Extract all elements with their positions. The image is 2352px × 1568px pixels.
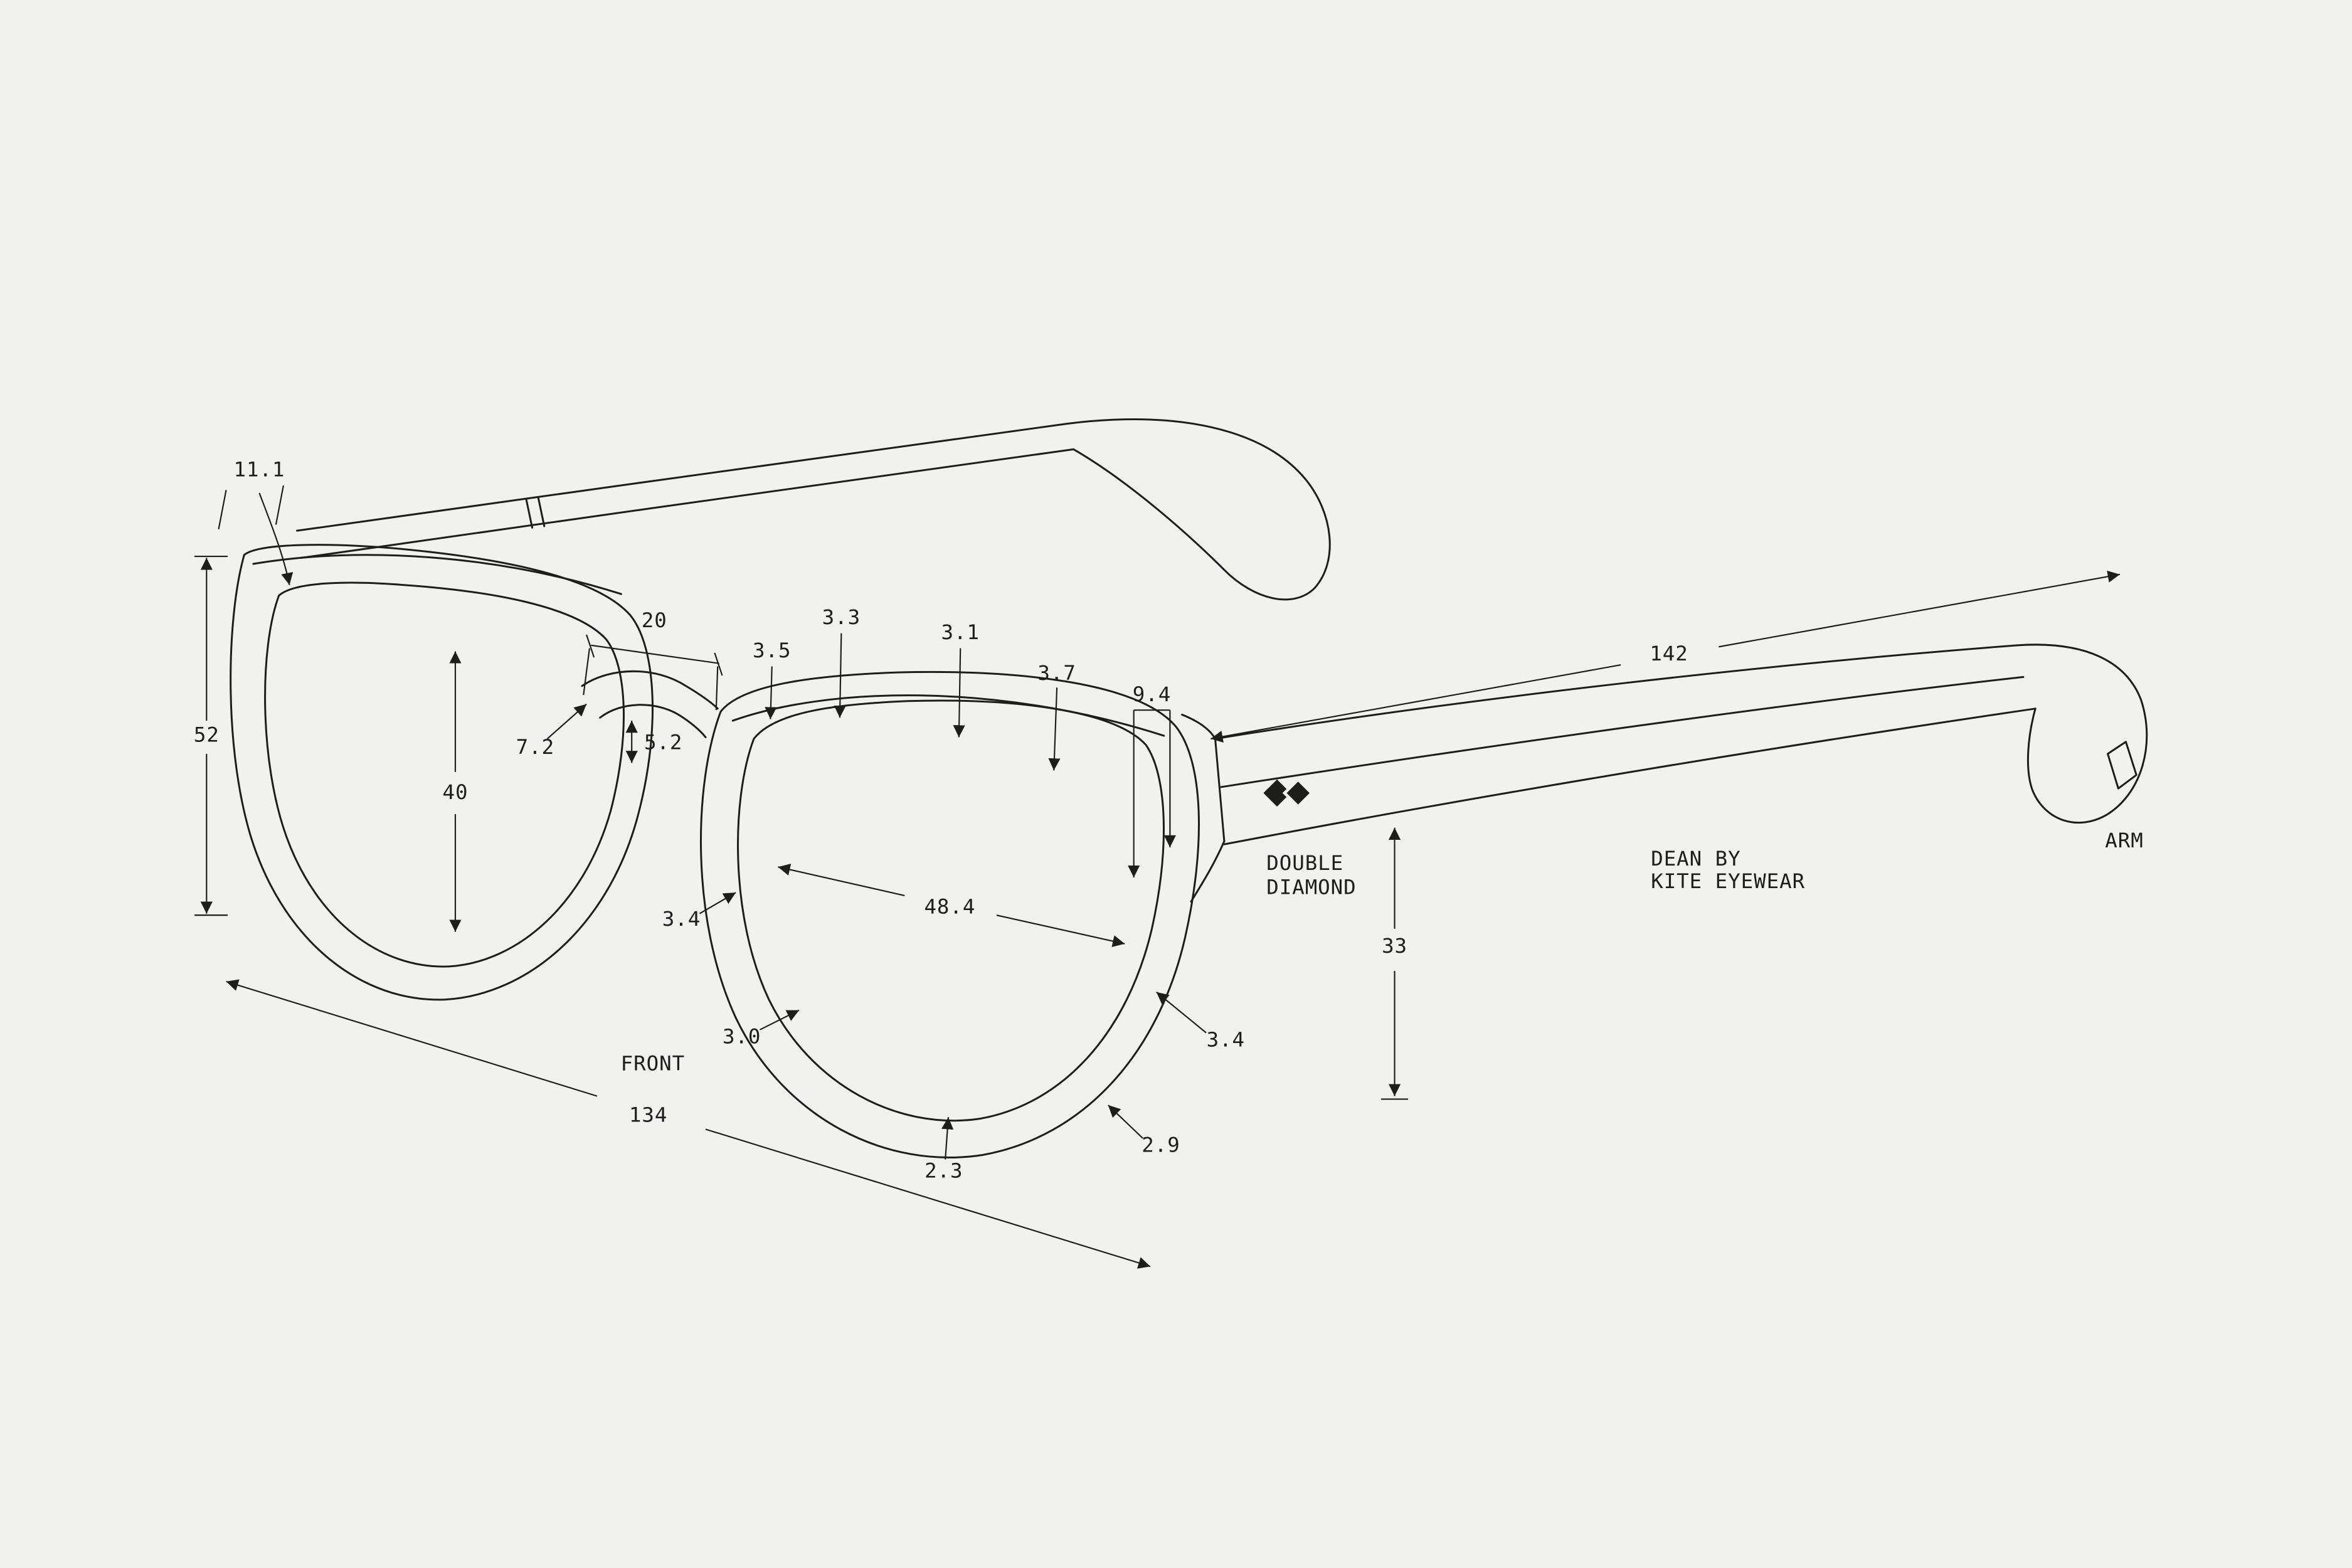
right-temple-mid-line [1220,675,2025,788]
dim-rim-top-2-label: 3.3 [822,605,861,629]
double-diamond-icon [1263,777,1314,809]
dim-rim-top-1-label: 3.5 [753,638,791,662]
left-lens-outer-rim [230,544,654,1001]
dim-rim-top-4-leader [1048,687,1061,771]
dim-lens-width: 48.4 [778,864,1125,947]
dim-rim-bottom-left: 3.0 [723,1009,800,1048]
dim-bridge-upper-leader [546,703,587,739]
dim-front-width-line-left [226,979,598,1097]
dim-frame-depth: 33 [1380,827,1409,1100]
dim-bridge-upper-label: 7.2 [516,735,554,759]
dim-temple-length: 142 [1210,570,2120,743]
dim-rim-bottom: 2.3 [924,1117,963,1182]
frame-front [230,544,1226,1158]
dim-lens-height: 52 [194,555,228,916]
right-temple-tip-insert [2107,741,2137,790]
dim-lens-height-label: 52 [194,723,220,747]
dim-top-rim-label: 11.1 [233,458,285,482]
endpiece-bottom-line [1190,840,1226,903]
left-temple-ear-tip [1066,418,1331,601]
dim-rim-top-3-leader [953,648,965,738]
dim-rim-top-1: 3.5 [753,638,791,719]
dim-bridge-width-ext-1 [583,648,590,696]
dim-rim-left: 3.4 [662,892,736,931]
dim-temple-length-label: 142 [1650,642,1688,665]
dim-rim-top-4-label: 3.7 [1037,661,1076,685]
dim-lens-width-line-right [996,914,1125,947]
dim-lens-width-line-left [778,864,905,896]
dim-rim-right-leader [1156,991,1207,1034]
left-lens-bevel-line [252,554,622,595]
arm-label: ARM [2105,829,2143,852]
right-lens-bevel-line [731,694,1165,737]
dim-top-rim-tick-2 [275,485,284,525]
dim-rim-bottom-label: 2.3 [924,1158,963,1182]
dim-endpiece-width: 9.4 [1128,682,1176,878]
dim-rim-top-3-label: 3.1 [941,620,980,644]
dim-top-rim-leader [258,492,294,585]
dim-temple-length-line-right [1719,570,2120,648]
dim-endpiece-width-label: 9.4 [1133,682,1171,706]
dimension-annotations: 11.1 52 40 20 7.2 [194,458,2120,1269]
dim-temple-length-line-left [1210,664,1621,743]
dim-front-width: 134 [226,979,1151,1269]
right-lens-inner-rim [737,699,1165,1122]
dim-bridge-width-ext-2 [715,666,719,711]
model-label-line2: KITE EYEWEAR [1651,869,1805,893]
brand-label-line2: DIAMOND [1266,875,1356,899]
dim-frame-depth-label: 33 [1382,934,1407,958]
dim-lens-inner-height: 40 [442,651,468,932]
left-temple-hinge-mark-1 [525,498,534,529]
left-temple-top-edge [296,422,1069,532]
captions: FRONT ARM DOUBLE DIAMOND DEAN BY KITE EY… [621,829,2143,1076]
dim-top-rim: 11.1 [218,458,294,585]
dim-rim-top-2: 3.3 [822,605,861,718]
right-temple-top-edge [1214,644,2018,740]
dim-top-rim-tick-1 [218,490,227,529]
dim-rim-bottom-left-leader [760,1009,800,1030]
dim-bridge-width-line [591,644,719,664]
right-temple [1214,644,2148,845]
dim-rim-bottom-left-label: 3.0 [723,1024,761,1048]
dim-rim-top-3: 3.1 [941,620,980,738]
dim-bridge-width: 20 [583,608,723,711]
dim-bridge-width-tick-2 [714,652,723,676]
right-temple-bottom-edge [1223,707,2037,845]
dim-lens-inner-height-label: 40 [442,780,468,804]
dim-rim-bottom-right-leader [1108,1104,1143,1139]
dim-rim-top-4: 3.7 [1037,661,1076,771]
dim-bridge-upper: 7.2 [516,703,587,759]
left-lens-inner-rim [264,581,625,968]
dim-rim-right-label: 3.4 [1207,1027,1245,1051]
dim-bridge-width-label: 20 [642,608,667,632]
model-label-line1: DEAN BY [1651,847,1740,871]
dim-rim-left-leader [699,892,736,914]
front-label: FRONT [621,1052,685,1076]
left-temple-hinge-mark-2 [537,496,546,527]
dim-rim-top-2-leader [834,633,846,718]
bridge-lower-line [599,704,707,738]
dim-front-width-line-right [705,1128,1151,1269]
left-temple [296,418,1331,601]
endpiece-edge-line [1214,738,1226,842]
dim-rim-bottom-right-label: 2.9 [1142,1133,1180,1157]
left-temple-bottom-edge [300,448,1075,559]
brand-label-line1: DOUBLE [1266,851,1343,875]
dim-rim-bottom-right: 2.9 [1108,1104,1180,1157]
dim-rim-left-label: 3.4 [662,907,701,931]
diamond-right [1282,777,1314,809]
dim-bridge-thickness: 5.2 [625,721,682,763]
bridge-upper-line [581,670,719,710]
dim-bridge-thickness-label: 5.2 [644,731,682,755]
dim-rim-bottom-leader [941,1117,954,1160]
dim-rim-top-1-leader [765,666,777,719]
dim-lens-width-label: 48.4 [924,895,975,919]
dim-front-width-label: 134 [629,1103,667,1126]
endpiece-top-line [1181,713,1217,740]
right-temple-ear-tip [2016,644,2148,824]
dim-bridge-width-tick-1 [586,634,595,658]
dim-rim-right: 3.4 [1156,991,1245,1051]
